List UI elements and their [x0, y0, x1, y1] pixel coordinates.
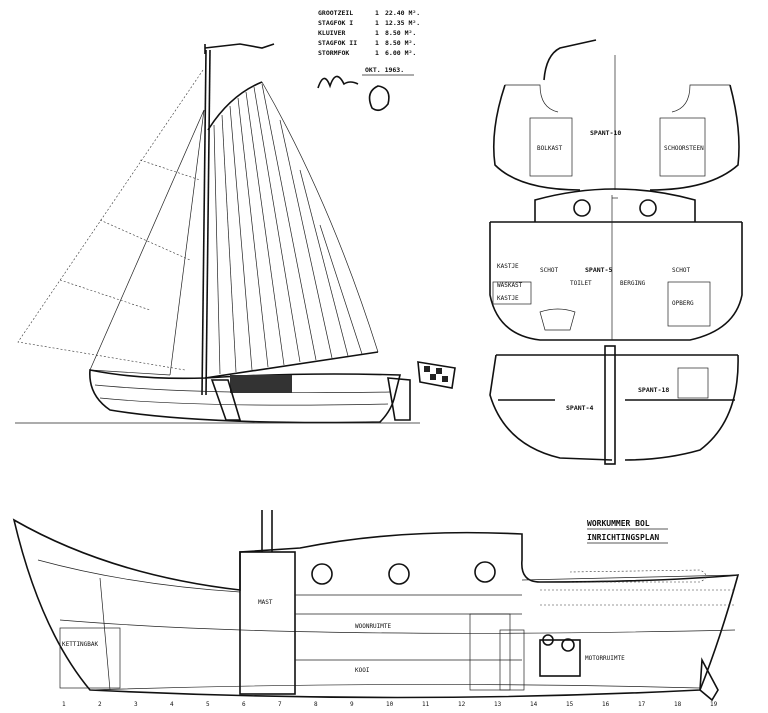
spant10-left-half	[492, 84, 581, 191]
porthole	[474, 561, 496, 583]
station-numbers: 1 2 3 4 5 6 7 8 9 10 11 12 13 14 15 16 1…	[62, 701, 718, 708]
svg-text:8.50 M².: 8.50 M².	[385, 39, 416, 47]
leeboard	[210, 379, 242, 421]
spant5-hull	[489, 222, 743, 341]
svg-text:KASTJE: KASTJE	[497, 295, 519, 302]
svg-text:OPBERG: OPBERG	[672, 300, 694, 307]
svg-text:18: 18	[674, 701, 682, 708]
spant4-half	[489, 354, 613, 461]
svg-text:22.40 M².: 22.40 M².	[385, 9, 420, 17]
sail-name: STAGFOK II	[318, 39, 357, 47]
svg-text:16: 16	[602, 701, 610, 708]
spant18-label: SPANT-18	[638, 386, 669, 394]
svg-text:10: 10	[386, 701, 394, 708]
svg-text:8: 8	[314, 701, 318, 708]
mast-tabernacle	[239, 551, 296, 695]
svg-text:1: 1	[375, 49, 379, 57]
svg-text:WOONRUIMTE: WOONRUIMTE	[355, 623, 392, 630]
svg-text:8.50 M².: 8.50 M².	[385, 29, 416, 37]
spant18-half	[624, 354, 739, 461]
porthole	[639, 199, 657, 217]
engine	[539, 639, 581, 677]
rudder	[387, 377, 411, 421]
svg-text:19: 19	[710, 701, 718, 708]
jib-outline	[17, 69, 204, 371]
svg-text:MAST: MAST	[258, 599, 273, 606]
svg-text:1: 1	[375, 19, 379, 27]
porthole	[388, 563, 410, 585]
svg-text:5: 5	[206, 701, 210, 708]
svg-text:SCHOORSTEEN: SCHOORSTEEN	[664, 145, 704, 152]
stern-flag	[417, 361, 456, 389]
sail-name: GROOTZEIL	[318, 9, 353, 17]
svg-text:TOILET: TOILET	[570, 280, 592, 287]
porthole	[573, 199, 591, 217]
svg-text:12: 12	[458, 701, 466, 708]
rudder	[699, 657, 719, 702]
signature: OKT. 1963.	[317, 66, 414, 112]
svg-text:SCHOT: SCHOT	[672, 267, 690, 274]
svg-text:BERGING: BERGING	[620, 280, 646, 287]
svg-text:6: 6	[242, 701, 246, 708]
sail-name: STORMFOK	[318, 49, 349, 57]
svg-text:13: 13	[494, 701, 502, 708]
forestay	[89, 109, 205, 371]
spant5-deckhouse	[534, 188, 696, 222]
toilet-bowl	[539, 308, 576, 331]
hull-profile	[89, 369, 402, 424]
svg-text:BOLKAST: BOLKAST	[537, 145, 563, 152]
svg-text:11: 11	[422, 701, 430, 708]
svg-text:3: 3	[134, 701, 138, 708]
sail-name: STAGFOK I	[318, 19, 353, 27]
svg-text:14: 14	[530, 701, 538, 708]
sail-plan	[15, 43, 456, 424]
plan-hull-outline	[12, 518, 740, 699]
svg-text:WASKAST: WASKAST	[497, 282, 523, 289]
accommodation-plan: WORKUMMER BOL INRICHTINGSPLAN MAST KETTI…	[12, 510, 740, 702]
svg-text:KOOI: KOOI	[355, 667, 370, 674]
sail-name: KLUIVER	[318, 29, 345, 37]
spant10-right-half	[649, 84, 740, 191]
spant5-label: SPANT-5	[585, 266, 612, 274]
svg-text:9: 9	[350, 701, 354, 708]
svg-text:12.35 M².: 12.35 M².	[385, 19, 420, 27]
svg-text:2: 2	[98, 701, 102, 708]
svg-text:4: 4	[170, 701, 174, 708]
svg-text:6.00 M².: 6.00 M².	[385, 49, 416, 57]
svg-text:1: 1	[375, 39, 379, 47]
svg-text:SCHOT: SCHOT	[540, 267, 558, 274]
svg-text:1: 1	[62, 701, 66, 708]
spant4-label: SPANT-4	[566, 404, 593, 412]
svg-text:KASTJE: KASTJE	[497, 263, 519, 270]
svg-text:17: 17	[638, 701, 646, 708]
porthole	[311, 563, 333, 585]
mainsail-leech	[261, 81, 379, 353]
svg-text:7: 7	[278, 701, 282, 708]
svg-text:1: 1	[375, 9, 379, 17]
svg-text:15: 15	[566, 701, 574, 708]
sail-area-table: GROOTZEIL 1 22.40 M². STAGFOK I 1 12.35 …	[318, 9, 420, 57]
mast	[201, 49, 207, 396]
section-drawings: SPANT-10 BOLKAST SCHOORSTEEN SPANT-5 KAS…	[489, 39, 743, 465]
svg-text:MOTORRUIMTE: MOTORRUIMTE	[585, 655, 625, 662]
boom	[204, 351, 379, 379]
svg-text:1: 1	[375, 29, 379, 37]
svg-text:KETTINGBAK: KETTINGBAK	[62, 641, 99, 648]
plan-subtitle: INRICHTINGSPLAN	[587, 533, 659, 542]
masthead-pennant	[204, 43, 275, 49]
plan-title: WORKUMMER BOL	[587, 519, 650, 528]
spant10-label: SPANT-10	[590, 129, 621, 137]
deckhouse	[230, 375, 292, 393]
drawing-date: OKT. 1963.	[365, 66, 404, 74]
gaff	[207, 81, 263, 131]
